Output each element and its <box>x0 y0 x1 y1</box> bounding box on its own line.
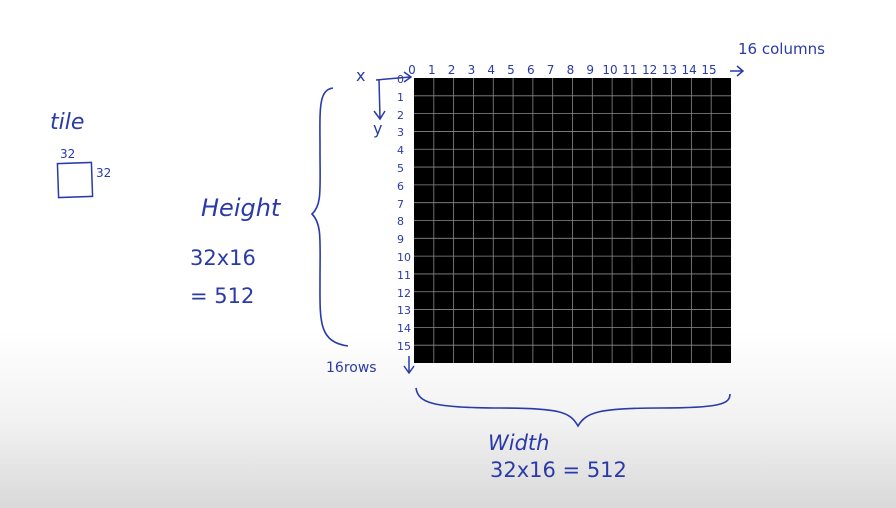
column-number-label: 5 <box>507 63 515 77</box>
column-number-label: 13 <box>661 63 678 77</box>
row-number-label: 13 <box>397 304 411 318</box>
rows-caption: 16rows <box>326 360 377 376</box>
tile-height-label: 32 <box>96 166 112 180</box>
row-number-label: 2 <box>397 108 404 122</box>
row-number-label: 12 <box>397 286 411 300</box>
height-title: Height <box>201 194 281 222</box>
column-number-label: 15 <box>701 63 717 77</box>
columns-caption: 16 columns <box>738 40 825 58</box>
tile-width-label: 32 <box>60 147 76 161</box>
x-axis-label: x <box>356 66 366 85</box>
column-number-label: 6 <box>526 63 535 77</box>
width-title: Width <box>488 431 550 455</box>
width-formula: 32x16 = 512 <box>490 458 627 482</box>
column-number-label: 4 <box>487 63 496 77</box>
row-number-label: 9 <box>397 233 404 247</box>
column-number-label: 9 <box>586 63 595 77</box>
tile-square-icon <box>56 161 94 199</box>
row-number-label: 7 <box>397 197 404 211</box>
y-axis-label: y <box>373 119 383 138</box>
column-number-label: 7 <box>546 63 555 77</box>
column-number-label: 3 <box>467 63 476 77</box>
tile-grid-lines <box>414 78 731 363</box>
tile-title: tile <box>50 110 85 135</box>
row-number-label: 5 <box>397 162 404 175</box>
y-axis-arrow <box>373 79 386 121</box>
column-number-label: 11 <box>622 63 638 77</box>
row-number-label: 8 <box>397 215 404 229</box>
row-number-label: 0 <box>397 73 404 86</box>
row-number-label: 14 <box>397 322 411 336</box>
width-brace <box>415 387 731 428</box>
height-brace <box>310 87 349 347</box>
columns-arrow <box>730 65 745 77</box>
column-number-label: 14 <box>681 63 697 77</box>
row-number-label: 6 <box>397 179 404 193</box>
column-number-label: 0 <box>408 63 416 77</box>
rows-arrow <box>403 356 415 375</box>
height-result: = 512 <box>190 284 255 308</box>
row-number-label: 10 <box>397 251 411 264</box>
row-number-label: 3 <box>397 126 404 140</box>
row-number-label: 11 <box>397 268 411 282</box>
column-number-label: 2 <box>447 63 456 77</box>
column-number-label: 10 <box>602 63 618 77</box>
column-number-label: 8 <box>566 63 575 77</box>
x-axis-arrow <box>375 71 413 83</box>
column-number-label: 1 <box>427 63 436 77</box>
height-formula: 32x16 <box>190 246 256 270</box>
row-number-label: 15 <box>397 340 411 353</box>
row-number-label: 4 <box>397 144 404 158</box>
column-number-label: 12 <box>641 63 658 77</box>
row-number-label: 1 <box>397 90 404 104</box>
